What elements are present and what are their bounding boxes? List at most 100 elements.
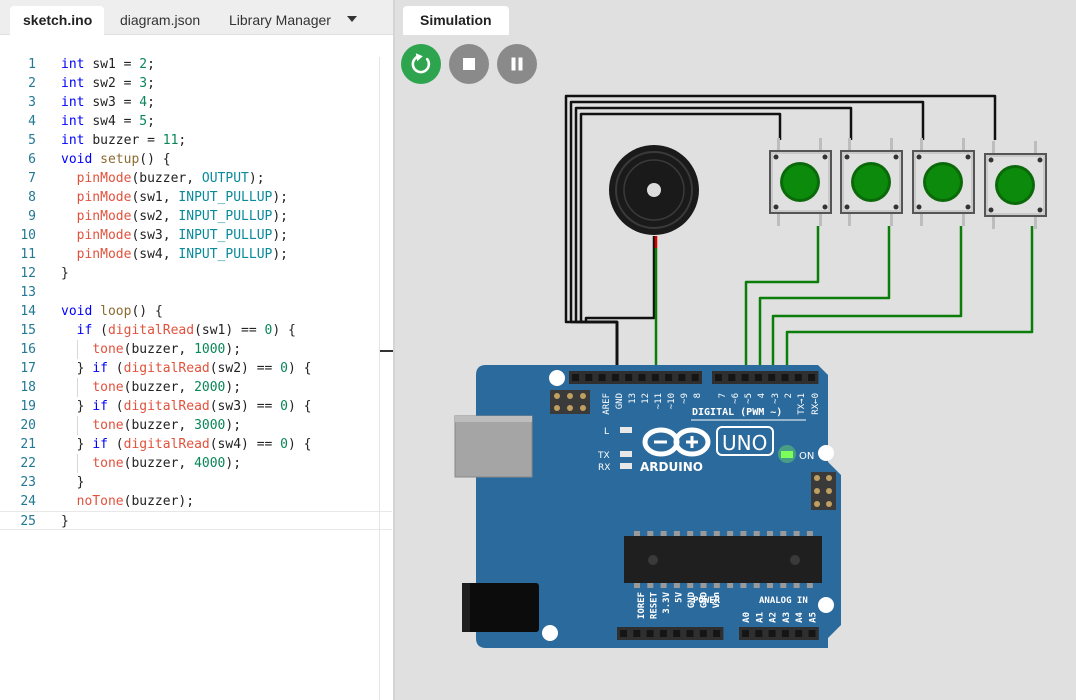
header-pin[interactable] [699,630,707,637]
header-pin[interactable] [611,374,619,381]
pin-label: TX→1 [797,393,807,415]
arduino-logo: ARDUINO [640,427,711,474]
code-line[interactable]: 15 if (digitalRead(sw1) == 0) { [0,321,392,340]
header-pin[interactable] [794,374,802,381]
header-pin[interactable] [678,374,686,381]
header-pin[interactable] [585,374,593,381]
header-pin[interactable] [686,630,694,637]
tab-menu-dropdown-icon[interactable] [344,9,360,29]
header-pin[interactable] [742,630,749,637]
code-text: } if (digitalRead(sw3) == 0) { [76,399,312,414]
header-pin[interactable] [808,630,816,637]
pushbuttons[interactable] [769,138,1047,229]
code-line[interactable]: 20 tone(buzzer, 3000); [0,416,392,435]
header-pin[interactable] [768,630,776,637]
digital-pin-headers[interactable] [569,371,819,384]
svg-text:ARDUINO: ARDUINO [640,460,703,474]
stop-simulation-button[interactable] [449,44,489,84]
code-line[interactable]: 21 } if (digitalRead(sw4) == 0) { [0,435,392,454]
header-pin[interactable] [728,374,736,381]
pane-divider[interactable] [393,0,395,700]
header-pin[interactable] [646,630,654,637]
tab-library-manager[interactable]: Library Manager [229,12,331,28]
code-line[interactable]: 9 pinMode(sw2, INPUT_PULLUP); [0,207,392,226]
editor-scrollbar-track[interactable] [379,57,380,700]
power-analog-headers[interactable] [617,627,819,640]
restart-simulation-button[interactable] [401,44,441,84]
pin-label: 4 [757,393,767,398]
piezo-buzzer[interactable] [609,145,699,235]
status-leds: L TX RX [597,427,632,473]
pin-label: ~5 [744,393,754,404]
header-pin[interactable] [768,374,776,381]
header-pin[interactable] [659,630,667,637]
code-line[interactable]: 17 } if (digitalRead(sw2) == 0) { [0,359,392,378]
header-pin[interactable] [598,374,606,381]
header-pin[interactable] [713,630,721,637]
header-pin[interactable] [754,374,762,381]
header-pin[interactable] [651,374,659,381]
code-line[interactable]: 24 noTone(buzzer); [0,492,392,511]
line-number: 15 [20,323,36,338]
header-pin[interactable] [715,374,722,381]
header-pin[interactable] [741,374,749,381]
header-pin[interactable] [572,374,579,381]
code-line[interactable]: 11 pinMode(sw4, INPUT_PULLUP); [0,245,392,264]
uno-badge [716,426,774,456]
header-pin[interactable] [625,374,633,381]
code-line[interactable]: 25} [0,511,392,530]
header-pin[interactable] [665,374,673,381]
header-pin[interactable] [808,374,816,381]
code-line[interactable]: 16 tone(buzzer, 1000); [0,340,392,359]
code-line[interactable]: 10 pinMode(sw3, INPUT_PULLUP); [0,226,392,245]
pause-simulation-button[interactable] [497,44,537,84]
header-pin[interactable] [795,630,803,637]
code-line[interactable]: 7 pinMode(buzzer, OUTPUT); [0,169,392,188]
tab-simulation[interactable]: Simulation [403,6,509,35]
header-pin[interactable] [673,630,681,637]
code-line[interactable]: 13 [0,283,392,302]
editor-tab-bar: sketch.ino diagram.json Library Manager [0,0,393,35]
pin-label: IOREF [637,592,647,619]
header-pin[interactable] [781,374,789,381]
atmega-chip [624,531,822,588]
header-pin[interactable] [638,374,646,381]
code-text: int sw2 = 3; [61,76,155,91]
code-line[interactable]: 22 tone(buzzer, 4000); [0,454,392,473]
line-number: 11 [20,247,36,262]
signal-wires [654,226,1034,379]
pushbutton-sw4[interactable] [984,141,1047,229]
power-label: POWER [693,596,721,606]
header-pin[interactable] [620,630,627,637]
code-line[interactable]: 12} [0,264,392,283]
code-text: if (digitalRead(sw1) == 0) { [76,323,296,338]
pin-label: A0 [742,612,752,623]
svg-text:L: L [604,427,609,437]
line-number: 22 [20,456,36,471]
tab-diagram-json[interactable]: diagram.json [120,12,201,28]
pin-label: 7 [718,393,728,398]
tab-sketch-ino[interactable]: sketch.ino [10,6,104,35]
header-pin[interactable] [691,374,699,381]
code-line[interactable]: 19 } if (digitalRead(sw3) == 0) { [0,397,392,416]
code-line[interactable]: 8 pinMode(sw1, INPUT_PULLUP); [0,188,392,207]
pushbutton-sw2[interactable] [840,138,903,226]
pushbutton-sw3[interactable] [912,138,975,226]
code-line[interactable]: 18 tone(buzzer, 2000); [0,378,392,397]
header-pin[interactable] [755,630,763,637]
code-line[interactable]: 23 } [0,473,392,492]
pushbutton-sw1[interactable] [769,138,832,226]
header-pin[interactable] [633,630,641,637]
header-pin[interactable] [781,630,789,637]
